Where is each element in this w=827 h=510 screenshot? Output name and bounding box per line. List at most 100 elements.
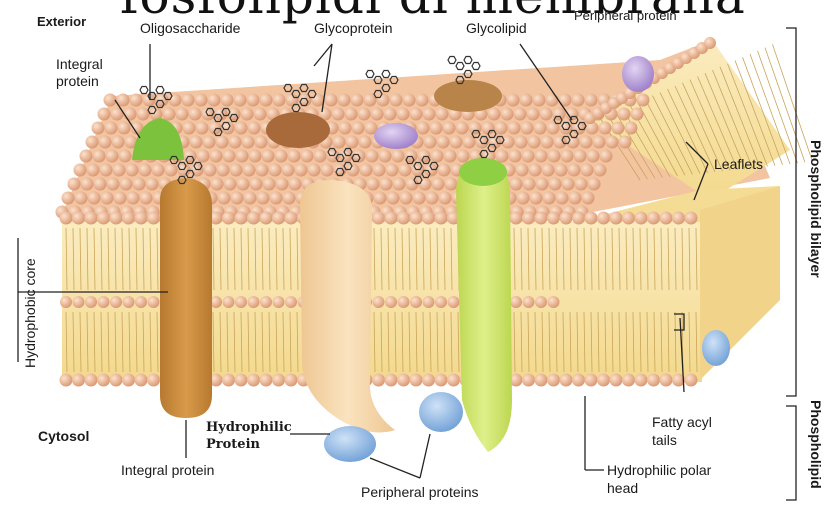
peripheral-protein-blue-1 (324, 426, 376, 462)
phospholipid-head (299, 94, 312, 107)
phospholipid-head (397, 108, 410, 121)
phospholipid-head (585, 94, 598, 107)
phospholipid-head (110, 296, 122, 308)
phospholipid-head (521, 122, 534, 135)
phospholipid-head (522, 212, 535, 225)
phospholipid-head (118, 122, 131, 135)
phospholipid-head (520, 94, 533, 107)
label-glycoprotein: Glycoprotein (314, 20, 393, 36)
phospholipid-head (535, 150, 548, 163)
phospholipid-head (631, 108, 644, 121)
phospholipid-head (269, 164, 282, 177)
phospholipid-head (86, 136, 99, 149)
sugar-ring (366, 71, 374, 78)
phospholipid-head (333, 136, 346, 149)
phospholipid-head (430, 122, 443, 135)
phospholipid-head (163, 108, 176, 121)
phospholipid-head (535, 212, 548, 225)
sugar-ring (448, 57, 456, 64)
phospholipid-head (260, 296, 272, 308)
integral-protein-green (456, 160, 512, 452)
phospholipid-head (572, 212, 585, 225)
phospholipid-head (622, 212, 635, 225)
phospholipid-head (541, 136, 554, 149)
phospholipid-head (403, 94, 416, 107)
phospholipid-head (514, 108, 527, 121)
phospholipid-head (68, 178, 81, 191)
sugar-ring (456, 63, 464, 70)
phospholipid-head (374, 192, 387, 205)
phospholipid-head (60, 374, 73, 387)
phospholipid-head (139, 164, 152, 177)
phospholipid-head (507, 94, 520, 107)
phospholipid-head (235, 374, 248, 387)
phospholipid-head (422, 212, 435, 225)
phospholipid-head (249, 150, 262, 163)
phospholipid-head (610, 212, 623, 225)
phospholipid-head (450, 136, 463, 149)
label-leaflets: Leaflets (714, 156, 763, 172)
phospholipid-head (229, 136, 242, 149)
phospholipid-head (495, 122, 508, 135)
phospholipid-head (295, 164, 308, 177)
phospholipid-head (276, 178, 289, 191)
phospholipid-head (515, 136, 528, 149)
phospholipid-head (594, 164, 607, 177)
phospholipid-head (647, 374, 660, 387)
phospholipid-head (547, 374, 560, 387)
phospholipid-head (385, 374, 398, 387)
phospholipid-head (314, 150, 327, 163)
phospholipid-head (248, 296, 260, 308)
phospholipid-head (283, 192, 296, 205)
phospholipid-head (195, 94, 208, 107)
phospholipid-head (397, 212, 410, 225)
phospholipid-head (358, 108, 371, 121)
label-phospholipid: Phospholipid (808, 400, 824, 489)
phospholipid-head (93, 150, 106, 163)
phospholipid-head (256, 164, 269, 177)
sugar-ring (382, 71, 390, 78)
phospholipid-head (387, 192, 400, 205)
phospholipid-head (272, 374, 285, 387)
phospholipid-head (176, 108, 189, 121)
phospholipid-head (431, 150, 444, 163)
phospholipid-head (122, 212, 135, 225)
phospholipid-head (73, 296, 85, 308)
phospholipid-head (435, 212, 448, 225)
phospholipid-head (282, 164, 295, 177)
phospholipid-head (62, 192, 75, 205)
phospholipid-head (254, 108, 267, 121)
phospholipid-head (508, 122, 521, 135)
phospholipid-head (597, 212, 610, 225)
phospholipid-head (568, 164, 581, 177)
phospholipid-head (119, 150, 132, 163)
phospholipid-head (546, 94, 559, 107)
phospholipid-head (580, 136, 593, 149)
phospholipid-head (235, 122, 248, 135)
phospholipid-head (660, 374, 673, 387)
label-hydrophobic-core: Hydrophobic core (22, 258, 38, 368)
phospholipid-head (560, 212, 573, 225)
label-cytosol: Cytosol (38, 428, 89, 444)
sugar-ring (140, 87, 148, 94)
sugar-ring (464, 57, 472, 64)
phospholipid-head (400, 192, 413, 205)
phospholipid-head (581, 164, 594, 177)
phospholipid-head (533, 94, 546, 107)
phospholipid-head (625, 122, 638, 135)
phospholipid-head (647, 212, 660, 225)
sugar-ring (156, 87, 164, 94)
phospholipid-head (224, 178, 237, 191)
green-protein-cap (459, 158, 507, 186)
phospholipid-head (559, 94, 572, 107)
phospholipid-head (496, 150, 509, 163)
peripheral-protein-blue-2 (419, 392, 463, 432)
phospholipid-head (635, 374, 648, 387)
phospholipid-head (235, 296, 247, 308)
phospholipid-head (289, 178, 302, 191)
phospholipid-head (211, 178, 224, 191)
phospholipid-head (231, 192, 244, 205)
phospholipid-head (456, 122, 469, 135)
phospholipid-head (85, 296, 97, 308)
phospholipid-head (101, 192, 114, 205)
